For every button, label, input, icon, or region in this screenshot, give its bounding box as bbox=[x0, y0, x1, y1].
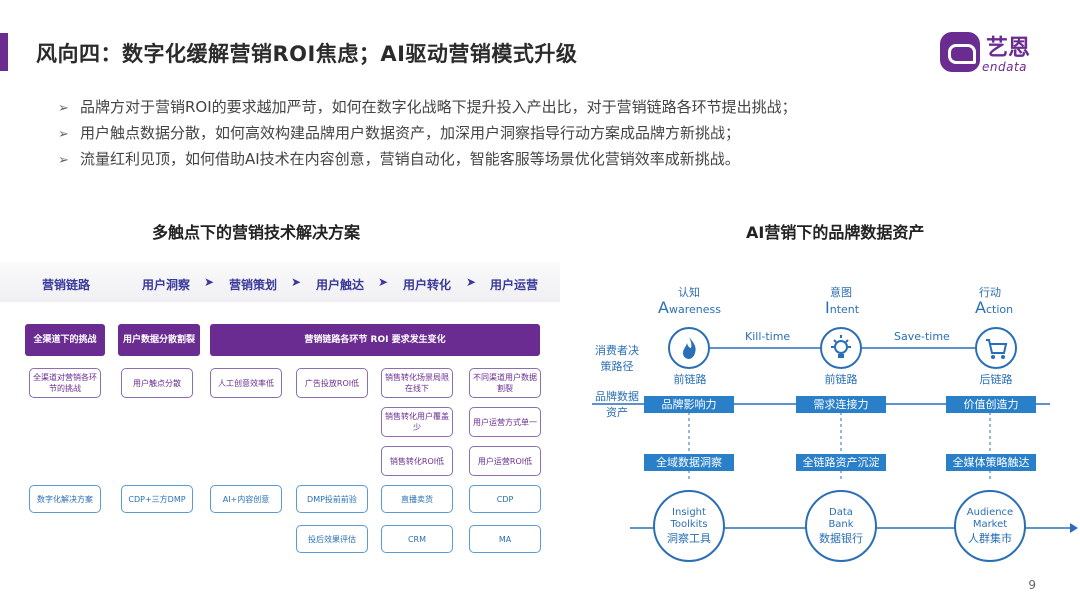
chevron-right-icon: ➤ bbox=[291, 275, 302, 289]
head-user-operation: 用户运营 bbox=[490, 278, 539, 292]
solution-box: MA bbox=[469, 525, 541, 553]
head-marketing-plan: 营销策划 bbox=[229, 278, 278, 292]
tool-en: Toolkits bbox=[670, 519, 708, 530]
martech-solution-diagram: 营销链路 用户洞察 ➤ 营销策划 ➤ 用户触达 ➤ 用户转化 ➤ 用户运营 全渠… bbox=[0, 262, 560, 592]
solution-box: 数字化解决方案 bbox=[29, 485, 101, 513]
title-accent-bar bbox=[0, 33, 8, 71]
stage-cn-awareness: 认知 bbox=[678, 286, 700, 299]
chevron-right-icon: ➤ bbox=[378, 275, 389, 289]
tool-en: Data bbox=[829, 507, 853, 518]
bullet-text: 流量红利见顶，如何借助AI技术在内容创意，营销自动化，智能客服等场景优化营销效率… bbox=[80, 150, 740, 168]
bullet-text: 用户触点数据分散，如何高效构建品牌用户数据资产，加深用户洞察指导行动方案成品牌方… bbox=[80, 124, 741, 142]
bullet-item: ➢ 品牌方对于营销ROI的要求越加严苛，如何在数字化战略下提升投入产出比，对于营销… bbox=[58, 94, 797, 120]
solution-box: 直播卖货 bbox=[381, 485, 453, 513]
row-label-assets: 品牌数据资产 bbox=[595, 390, 639, 419]
challenge-box: 销售转化场景局限在线下 bbox=[381, 368, 453, 398]
page-number: 9 bbox=[1028, 578, 1036, 592]
stage-cn-intent: 意图 bbox=[830, 286, 852, 299]
bullet-arrow-icon: ➢ bbox=[58, 153, 69, 168]
chain-label: 后链路 bbox=[979, 373, 1013, 386]
challenge-box: 全渠道对营销各环节的挑战 bbox=[29, 368, 101, 398]
solution-box: AI+内容创意 bbox=[210, 485, 282, 513]
tool-insight-toolkits: Insight Toolkits 洞察工具 bbox=[653, 490, 725, 562]
bullet-arrow-icon: ➢ bbox=[58, 127, 69, 142]
chain-label: 前链路 bbox=[673, 373, 707, 386]
flame-icon bbox=[668, 327, 710, 369]
solution-box: CDP bbox=[469, 485, 541, 513]
chain-label: 前链路 bbox=[824, 373, 858, 386]
label-omni-media-reach: 全媒体策略触达 bbox=[946, 454, 1036, 471]
right-section-title: AI营销下的品牌数据资产 bbox=[746, 223, 925, 242]
bullet-arrow-icon: ➢ bbox=[58, 101, 69, 116]
bar-roi-requirement-change: 营销链路各环节 ROI 要求发生变化 bbox=[210, 324, 540, 356]
stage-rest: ntent bbox=[829, 303, 860, 316]
head-user-insight: 用户洞察 bbox=[142, 278, 191, 292]
challenge-box: 销售转化ROI低 bbox=[381, 446, 453, 476]
stage-cn-action: 行动 bbox=[979, 286, 1001, 299]
logo-text-cn: 艺恩 bbox=[986, 36, 1031, 61]
bullet-list: ➢ 品牌方对于营销ROI的要求越加严苛，如何在数字化战略下提升投入产出比，对于营销… bbox=[58, 94, 797, 172]
stage-rest: ction bbox=[985, 303, 1014, 316]
bullet-item: ➢ 流量红利见顶，如何借助AI技术在内容创意，营销自动化，智能客服等场景优化营销效… bbox=[58, 146, 797, 172]
label-omni-insight: 全域数据洞察 bbox=[644, 454, 734, 471]
head-user-reach: 用户触达 bbox=[316, 278, 365, 292]
stage-initial: A bbox=[658, 298, 669, 317]
stage-initial: I bbox=[825, 298, 830, 317]
arrow-right-icon bbox=[1070, 523, 1078, 533]
challenge-box: 人工创意效率低 bbox=[210, 368, 282, 398]
shopping-cart-icon bbox=[975, 327, 1017, 369]
tool-data-bank: Data Bank 数据银行 bbox=[805, 490, 877, 562]
logo-mark-icon bbox=[940, 32, 980, 72]
challenge-box: 用户触点分散 bbox=[121, 368, 193, 398]
stage-rest: wareness bbox=[668, 303, 721, 316]
stage-en-intent: Intent bbox=[825, 298, 859, 317]
link-save-time: Save-time bbox=[894, 330, 950, 343]
bar-user-data-fragmented: 用户数据分散割裂 bbox=[118, 324, 200, 356]
solution-box: DMP投前前验 bbox=[296, 485, 368, 513]
challenge-box: 用户运营方式单一 bbox=[469, 407, 541, 437]
tool-cn: 洞察工具 bbox=[667, 532, 711, 545]
power-brand-influence: 品牌影响力 bbox=[644, 396, 734, 413]
row-label-decision: 消费者决策路径 bbox=[595, 344, 639, 373]
tool-cn: 人群集市 bbox=[968, 532, 1012, 545]
tool-en: Insight bbox=[672, 507, 706, 518]
link-kill-time: Kill-time bbox=[745, 330, 791, 343]
solution-box: CDP+三方DMP bbox=[121, 485, 193, 513]
lightbulb-icon bbox=[820, 327, 862, 369]
stage-en-awareness: Awareness bbox=[658, 298, 721, 317]
brand-data-asset-diagram: 认知 Awareness 意图 Intent 行动 Action Kill-ti… bbox=[580, 270, 1080, 570]
chevron-right-icon: ➤ bbox=[466, 275, 477, 289]
power-demand-connection: 需求连接力 bbox=[796, 396, 886, 413]
bar-omnichannel-challenge: 全渠道下的挑战 bbox=[25, 324, 105, 356]
challenge-box: 不同渠道用户数据割裂 bbox=[469, 368, 541, 398]
page-title: 风向四：数字化缓解营销ROI焦虑；AI驱动营销模式升级 bbox=[36, 42, 578, 66]
endata-logo: 艺恩 endata bbox=[940, 30, 1050, 76]
head-user-conversion: 用户转化 bbox=[403, 278, 452, 292]
power-value-creation: 价值创造力 bbox=[946, 396, 1036, 413]
head-marketing-chain: 营销链路 bbox=[42, 278, 91, 292]
chevron-right-icon: ➤ bbox=[204, 275, 215, 289]
logo-text-en: endata bbox=[982, 60, 1028, 74]
bullet-item: ➢ 用户触点数据分散，如何高效构建品牌用户数据资产，加深用户洞察指导行动方案成品牌… bbox=[58, 120, 797, 146]
solution-box: CRM bbox=[381, 525, 453, 553]
tool-en: Audience bbox=[966, 507, 1014, 518]
stage-en-action: Action bbox=[975, 298, 1013, 317]
left-section-title: 多触点下的营销技术解决方案 bbox=[152, 223, 361, 242]
challenge-box: 广告投放ROI低 bbox=[296, 368, 368, 398]
bullet-text: 品牌方对于营销ROI的要求越加严苛，如何在数字化战略下提升投入产出比，对于营销链… bbox=[80, 98, 797, 116]
marketing-chain-header bbox=[0, 262, 560, 302]
label-full-chain-asset: 全链路资产沉淀 bbox=[796, 454, 886, 471]
tool-audience-market: Audience Market 人群集市 bbox=[954, 490, 1026, 562]
challenge-box: 用户运营ROI低 bbox=[469, 446, 541, 476]
stage-initial: A bbox=[975, 298, 986, 317]
solution-box: 投后效果评估 bbox=[296, 525, 368, 553]
challenge-box: 销售转化用户覆盖少 bbox=[381, 407, 453, 437]
tool-en: Bank bbox=[828, 519, 854, 530]
tool-cn: 数据银行 bbox=[819, 532, 863, 545]
tool-en: Market bbox=[972, 519, 1008, 530]
